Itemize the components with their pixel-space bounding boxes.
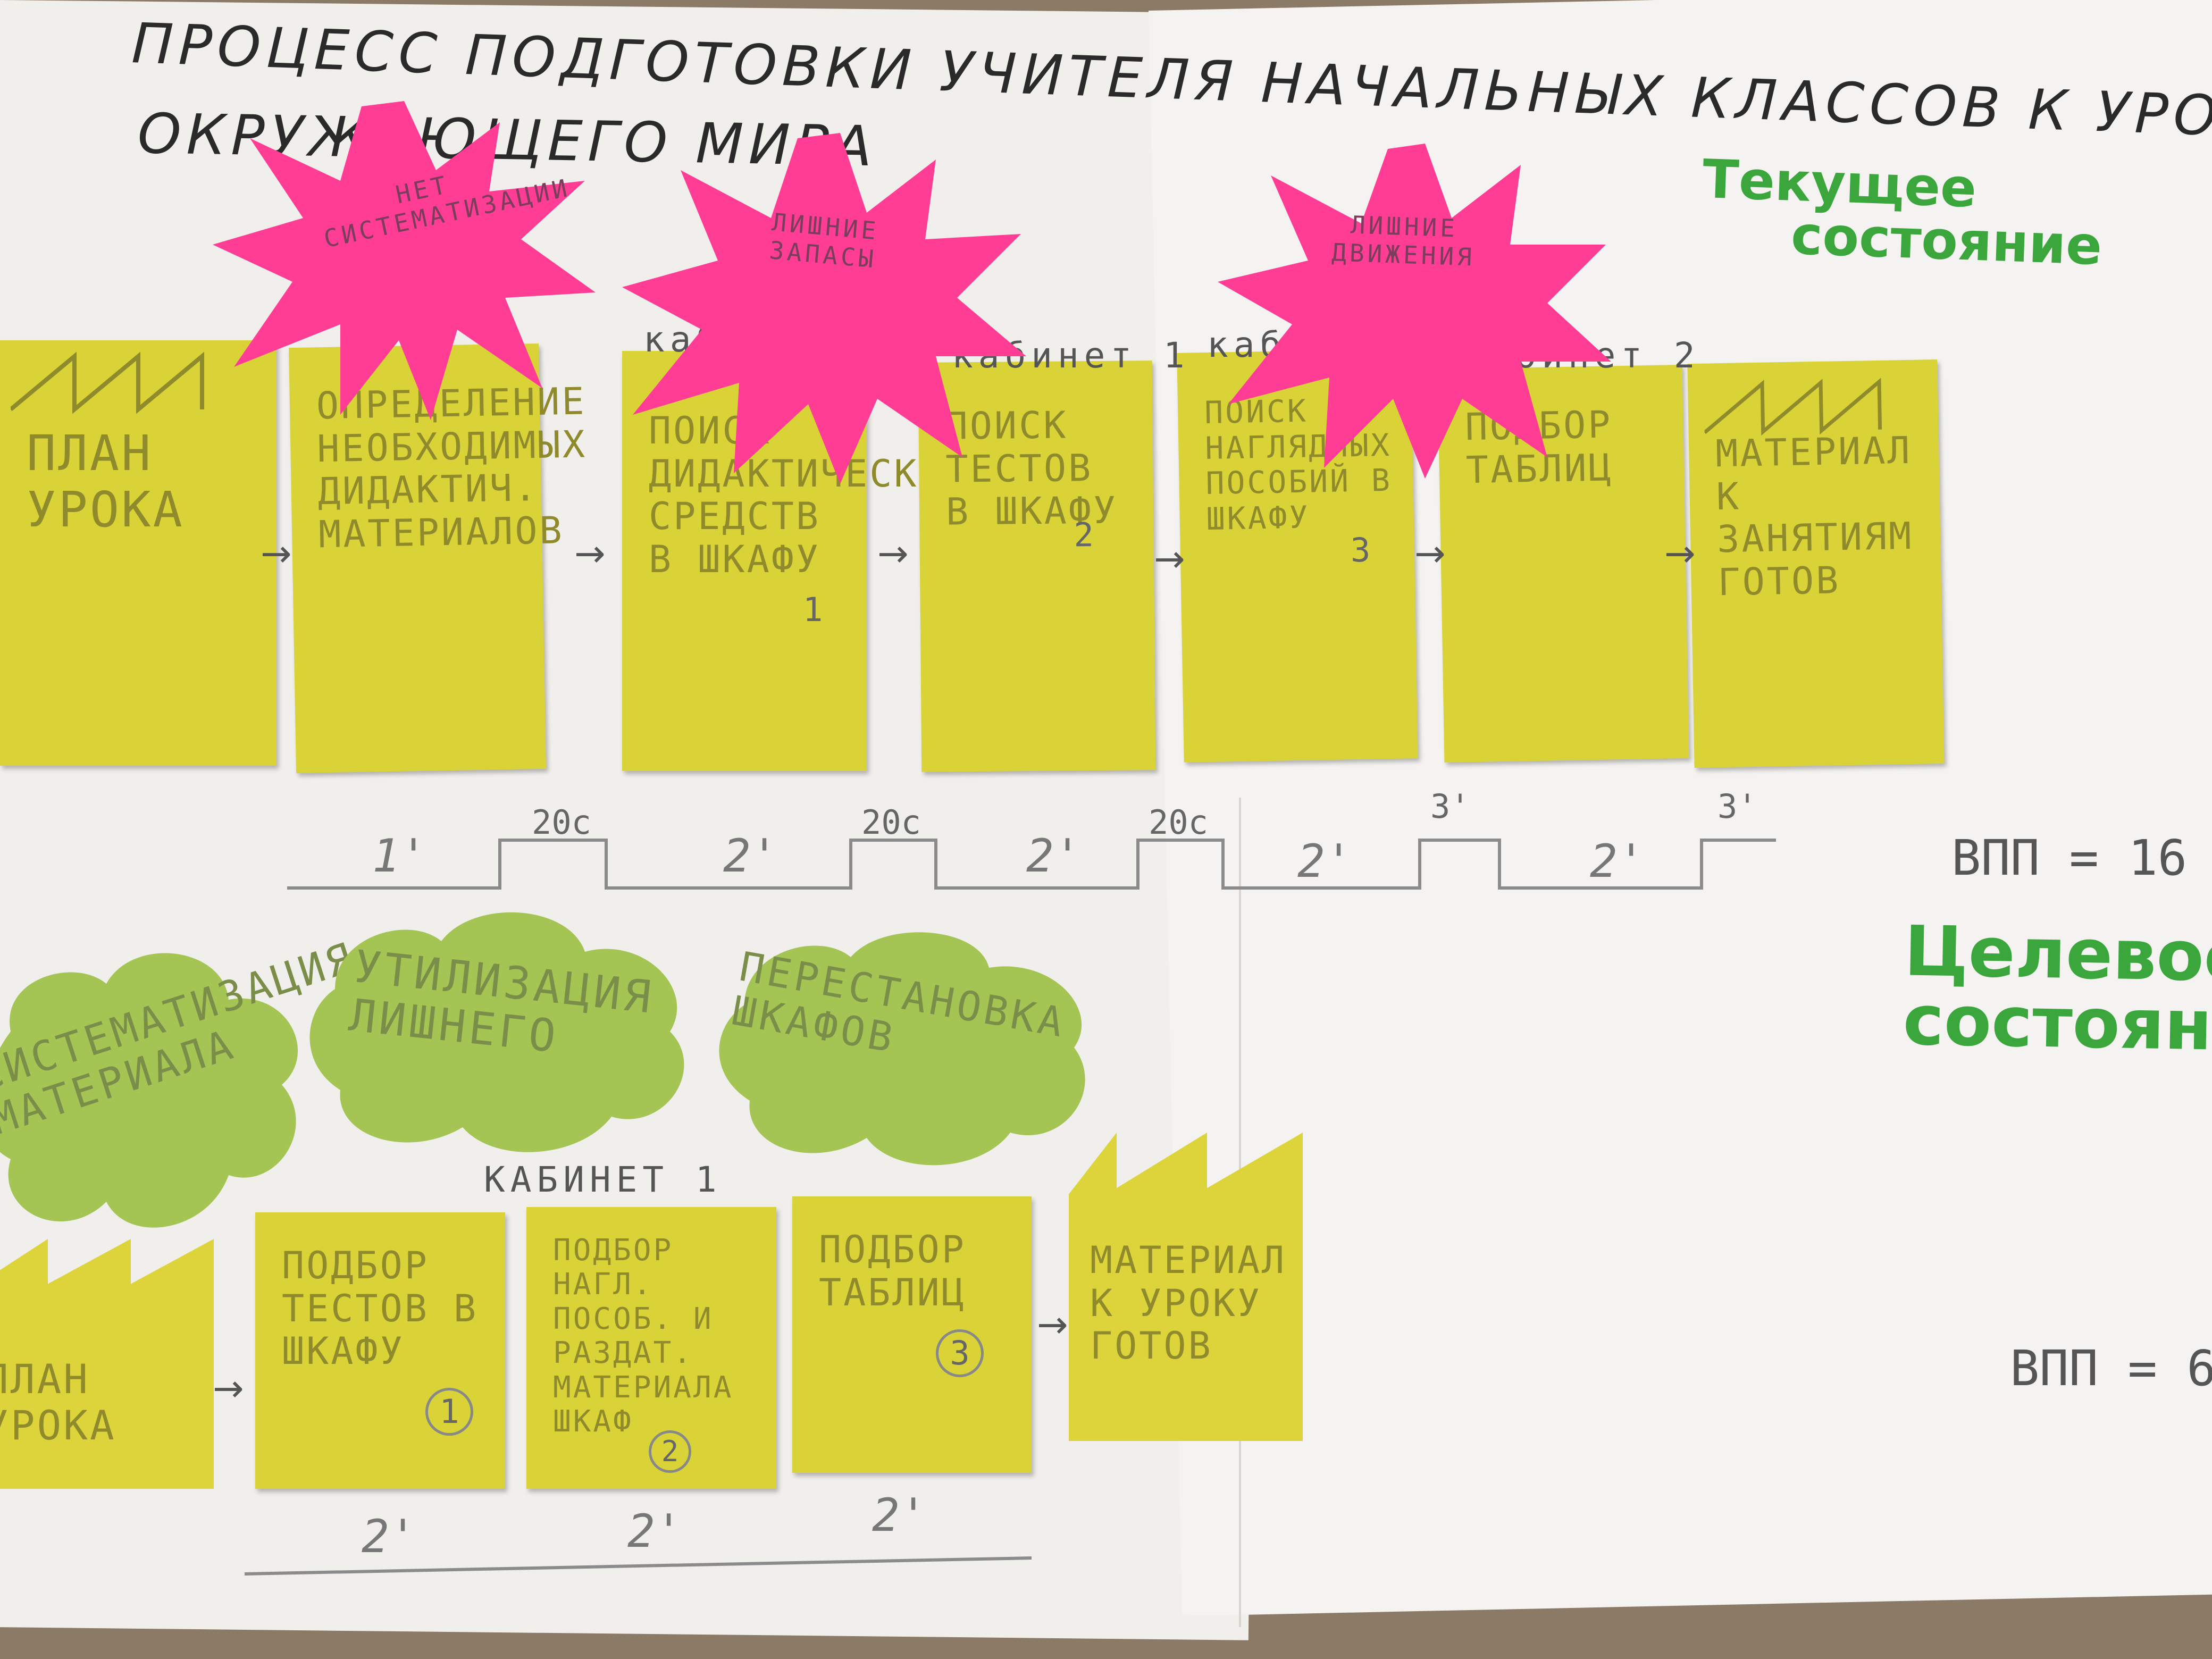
current-note-3-text: Поиск дидактических средств в шкафу xyxy=(649,409,968,581)
current-note-7-text: Материал к занятиям готов xyxy=(1715,428,1914,604)
vpp-current: ВПП = 16 ми xyxy=(1951,830,2212,886)
current-note-5-mark: 3 xyxy=(1350,530,1371,570)
arrow-icon: → xyxy=(261,532,292,575)
target-note-4-mark: 3 xyxy=(936,1329,984,1377)
target-timeline xyxy=(245,1556,1032,1576)
arrow-icon: → xyxy=(1414,532,1446,575)
target-note-4-text: Подбор таблиц xyxy=(819,1228,966,1314)
waste-burst-1 xyxy=(213,101,596,420)
target-time-2: 2' xyxy=(627,1505,683,1558)
current-timeline xyxy=(287,839,1776,890)
current-wait-4: 3' xyxy=(1430,787,1470,826)
current-note-7: Материал к занятиям готов xyxy=(1687,359,1945,768)
current-wait-1: 20с xyxy=(532,803,591,842)
target-note-1: План урока xyxy=(0,1239,214,1489)
improvement-cloud-3 xyxy=(719,932,1085,1166)
current-note-1-text: План урока xyxy=(27,425,185,538)
target-state-label: Целевое состояние xyxy=(1902,910,2212,1068)
current-wait-5: 3' xyxy=(1717,787,1757,826)
target-note-1-text: План урока xyxy=(0,1355,116,1449)
target-note-2: Подбор тестов в шкафу 1 xyxy=(255,1212,505,1489)
target-room-label: КАБИНЕТ 1 xyxy=(484,1159,722,1200)
target-time-3: 2' xyxy=(872,1489,927,1542)
arrow-icon: → xyxy=(1154,537,1185,581)
target-note-3-text: Подбор нагл. пособ. и раздат. материала … xyxy=(553,1233,734,1439)
arrow-icon: → xyxy=(1664,532,1696,575)
target-note-3-mark: 2 xyxy=(649,1430,691,1473)
target-note-2-text: Подбор тестов в шкафу xyxy=(282,1244,479,1373)
arrow-icon: → xyxy=(213,1367,244,1410)
target-time-1: 2' xyxy=(362,1510,417,1563)
current-wait-2: 20с xyxy=(861,803,921,842)
current-time-3: 2' xyxy=(1026,830,1082,883)
target-note-5-text: Материал к уроку готов xyxy=(1090,1238,1287,1368)
target-note-2-mark: 1 xyxy=(425,1388,473,1436)
arrow-icon: → xyxy=(877,532,909,575)
waste-label-3: Лишние движения xyxy=(1331,210,1476,272)
current-time-4: 2' xyxy=(1297,835,1353,888)
vpp-target: ВПП = 6 xyxy=(2010,1340,2212,1397)
current-note-4-mark: 2 xyxy=(1074,515,1094,555)
target-note-3: Подбор нагл. пособ. и раздат. материала … xyxy=(526,1207,776,1489)
arrow-icon: → xyxy=(574,532,606,575)
zigzag-icon xyxy=(11,351,204,414)
target-note-4: Подбор таблиц 3 xyxy=(792,1196,1032,1473)
target-note-5: Материал к уроку готов xyxy=(1069,1133,1303,1441)
current-time-1: 1' xyxy=(372,830,428,883)
current-state-label: Текущее состояние xyxy=(1700,148,2105,278)
current-wait-3: 20с xyxy=(1149,803,1208,842)
improvement-cloud-2 xyxy=(309,912,684,1152)
waste-burst-2 xyxy=(622,133,1026,484)
zigzag-icon xyxy=(1703,378,1882,436)
current-note-3-mark: 1 xyxy=(803,590,823,629)
current-time-5: 2' xyxy=(1590,835,1645,888)
waste-burst-3 xyxy=(1218,144,1611,479)
current-note-1: План урока xyxy=(0,340,276,766)
arrow-icon: → xyxy=(1037,1303,1068,1346)
target-state-line2: состояние xyxy=(1902,979,2212,1068)
current-state-line2: состояние xyxy=(1790,204,2104,278)
current-time-2: 2' xyxy=(723,830,778,883)
improvement-cloud-1 xyxy=(0,953,298,1228)
